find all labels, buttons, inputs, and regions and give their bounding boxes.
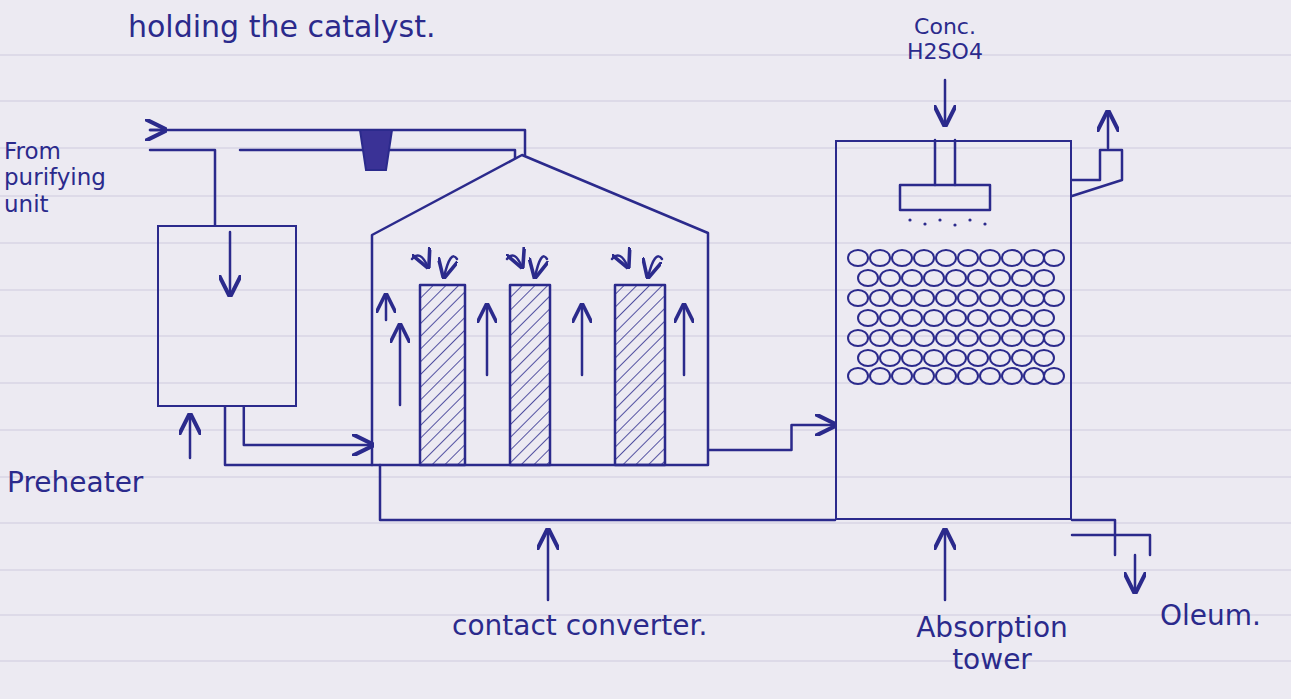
spray-drops (908, 218, 986, 226)
oleum-arrow (1134, 555, 1137, 592)
note-text: holding the catalyst. (128, 10, 448, 45)
gas-arrow (1107, 112, 1110, 148)
component-label: contact converter. (452, 610, 812, 642)
bottom-pipe (380, 465, 835, 520)
gas-pipe (708, 425, 835, 450)
component-label: Preheater (7, 467, 207, 499)
flow-arrow (229, 232, 232, 295)
component-label: Absorption tower (877, 612, 1107, 676)
product-label: Oleum. (1160, 600, 1280, 632)
leader-arrow (547, 530, 550, 600)
acid-arrow (944, 80, 947, 125)
oleum-pipe (1072, 520, 1150, 555)
leader-arrow (944, 530, 947, 600)
gas-pipe (244, 407, 372, 445)
spray-pipe (935, 140, 955, 185)
bottom-pipe (225, 407, 372, 465)
filter-cup (360, 130, 392, 170)
converter-outline (372, 155, 708, 465)
contact-converter: contact converter. (372, 155, 708, 465)
packing-rings (848, 250, 1064, 384)
leader-arrow (189, 415, 192, 458)
spray-head (900, 185, 990, 210)
source-label: From purifying unit (4, 138, 146, 217)
preheater-box: Preheater (157, 225, 297, 407)
acid-label: Conc. H2SO4 (885, 14, 1005, 65)
gas-outlet (1072, 150, 1122, 196)
absorption-tower: Absorption tower (835, 140, 1072, 520)
feed-pipe (150, 150, 215, 225)
feed-arrow (150, 129, 165, 132)
